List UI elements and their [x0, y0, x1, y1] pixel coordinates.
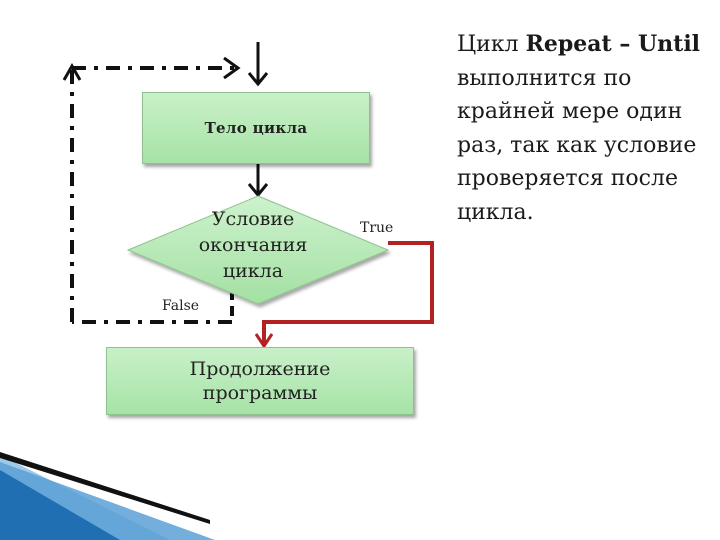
false-label: False [162, 298, 200, 314]
condition-line: Условие [211, 208, 295, 230]
entry-arrow [247, 42, 269, 87]
false-loop-line [62, 56, 241, 324]
condition-label: Условие окончания цикла [173, 206, 333, 284]
condition-line: цикла [222, 260, 284, 282]
true-label: True [360, 220, 394, 236]
corner-stripes [0, 452, 215, 540]
continuation-line: программы [202, 382, 318, 404]
explanation-text: Цикл Repeat – Until выполнится по крайне… [457, 28, 707, 229]
condition-line: окончания [198, 234, 308, 256]
continuation-box: Продолжение программы [106, 347, 414, 415]
condition-diamond [126, 195, 390, 305]
continuation-line: Продолжение [189, 358, 331, 380]
note-body: выполнится по крайней мере один раз, так… [457, 65, 697, 225]
note-prefix: Цикл [457, 32, 526, 57]
note-keyword: Repeat – Until [525, 31, 701, 57]
body-to-condition-arrow [247, 163, 269, 198]
loop-body-box: Тело цикла [142, 92, 370, 164]
loop-body-label: Тело цикла [204, 119, 308, 137]
true-path-line [254, 241, 434, 349]
